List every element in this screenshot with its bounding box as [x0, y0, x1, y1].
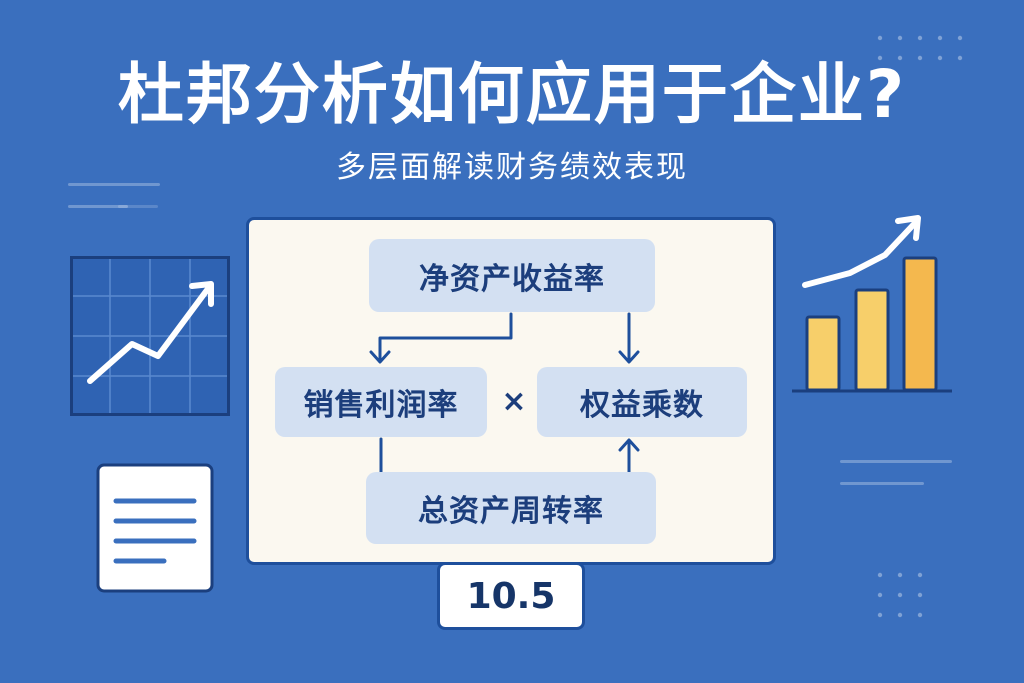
dot-grid-top-right: [877, 35, 963, 61]
document-icon: [96, 463, 214, 593]
multiply-operator: ×: [501, 384, 527, 419]
dot-grid-bottom-right: [877, 572, 923, 618]
node-equity-multiplier: 权益乘数: [537, 367, 747, 437]
bar-chart-icon: [792, 215, 952, 393]
page-title: 杜邦分析如何应用于企业?: [117, 56, 907, 133]
rising-arrow-icon: [802, 220, 918, 288]
node-roe: 净资产收益率: [369, 239, 655, 312]
value-badge: 10.5: [437, 562, 585, 630]
node-net-margin: 销售利润率: [275, 367, 487, 437]
deco-line: [68, 205, 128, 208]
node-asset-turnover: 总资产周转率: [366, 472, 656, 544]
deco-line: [118, 205, 158, 208]
trend-chart-icon: [70, 256, 230, 416]
deco-line: [68, 183, 160, 186]
deco-line: [840, 460, 952, 463]
page-subtitle: 多层面解读财务绩效表现: [336, 150, 688, 185]
deco-line: [840, 482, 924, 485]
